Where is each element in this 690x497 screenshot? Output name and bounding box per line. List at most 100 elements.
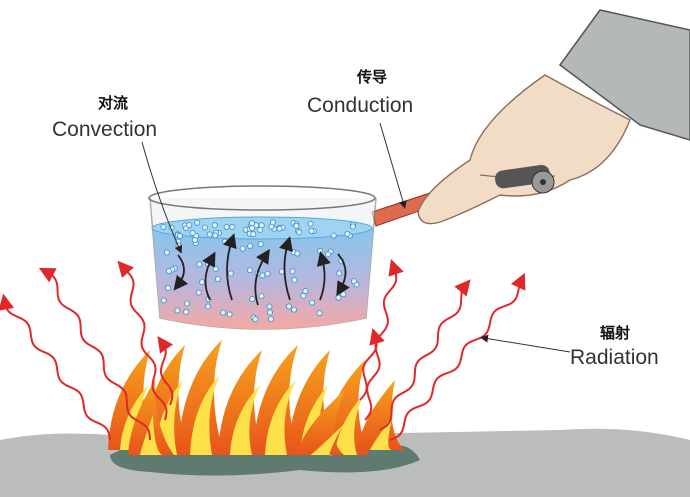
bubble [285, 303, 292, 310]
bubble [267, 316, 274, 323]
bubble [183, 308, 190, 315]
bubble [176, 232, 183, 239]
flame [218, 350, 264, 455]
bubble [258, 222, 265, 229]
flame-core [140, 415, 162, 455]
bubble [276, 225, 283, 232]
bubble [163, 249, 170, 256]
conduction-label-en: Conduction [307, 94, 414, 117]
bubble [206, 231, 213, 238]
convection-leader [141, 141, 183, 254]
bubble [296, 229, 303, 236]
radiation-wave [38, 267, 151, 441]
bubble [195, 289, 202, 296]
bubble [223, 223, 230, 230]
radiation-label-en: Radiation [570, 346, 659, 369]
bubble [165, 268, 172, 275]
flame-core [190, 375, 220, 455]
radiation-wave [0, 293, 111, 441]
bubble [246, 267, 253, 274]
bubble [252, 316, 259, 323]
flame [358, 380, 404, 450]
radiation-wave [117, 260, 168, 421]
radiation-wave [157, 335, 174, 406]
flame-core [230, 385, 260, 455]
bubble [191, 237, 198, 244]
bubble [220, 309, 227, 316]
bubble [259, 272, 266, 279]
bubble [212, 232, 219, 239]
convection-label-zh: 对流 [98, 94, 129, 112]
bubble [249, 225, 256, 232]
bubble [164, 284, 171, 291]
bubble [344, 230, 351, 237]
bubble [160, 297, 167, 304]
bubble [247, 242, 254, 249]
bubble [186, 222, 193, 229]
bubble [294, 250, 301, 257]
bubble [293, 222, 300, 229]
bubble [212, 265, 219, 272]
bubble [189, 229, 196, 236]
pot [148, 185, 437, 330]
bubble [308, 227, 315, 234]
bubble [196, 261, 203, 268]
bubble [204, 303, 211, 310]
bubble [316, 310, 323, 317]
radiation-label-zh: 辐射 [600, 324, 631, 342]
bubble [349, 223, 356, 230]
bubble [266, 303, 273, 310]
convection-label-en: Convection [52, 118, 158, 141]
conduction-label-zh: 传导 [357, 68, 388, 86]
fire [108, 340, 404, 456]
bubble [221, 238, 228, 245]
bubble [250, 231, 257, 238]
bubble [335, 294, 342, 301]
conduction-leader [379, 122, 407, 209]
radiation-waves [0, 259, 526, 441]
bubble [229, 223, 236, 230]
bubble [249, 220, 256, 227]
bubble [249, 296, 256, 303]
bubble [264, 270, 271, 277]
bubble [239, 245, 246, 252]
convection-arrows [173, 233, 350, 306]
bubble [194, 219, 201, 226]
hand [417, 9, 690, 225]
bubble [266, 309, 273, 316]
flame-core [310, 425, 343, 456]
bubble [307, 220, 314, 227]
bubble [336, 270, 343, 277]
bubble [258, 293, 265, 300]
radiation-wave [379, 279, 471, 431]
bubble [340, 291, 347, 298]
flame-core [265, 380, 296, 455]
bubble [214, 276, 221, 283]
bubble [330, 232, 337, 239]
bubble [201, 224, 208, 231]
bubble [174, 307, 181, 314]
bubble [317, 247, 324, 254]
bubble [291, 306, 298, 313]
bubble [291, 276, 298, 283]
flame [178, 340, 224, 455]
radiation-wave [389, 272, 526, 441]
bubble [198, 279, 205, 286]
bubble [324, 251, 331, 258]
bubble [257, 241, 264, 248]
bubble [289, 268, 296, 275]
radiation-leader [480, 334, 571, 353]
bubble [183, 300, 190, 307]
flame [128, 380, 174, 455]
bubble [309, 299, 316, 306]
flame-core [335, 395, 363, 455]
bubble [302, 288, 309, 295]
sleeve [558, 9, 690, 141]
flame [253, 345, 299, 455]
bubbles [160, 219, 360, 323]
bubble [160, 223, 167, 230]
radiation-wave [359, 328, 385, 401]
bubble [211, 222, 218, 229]
